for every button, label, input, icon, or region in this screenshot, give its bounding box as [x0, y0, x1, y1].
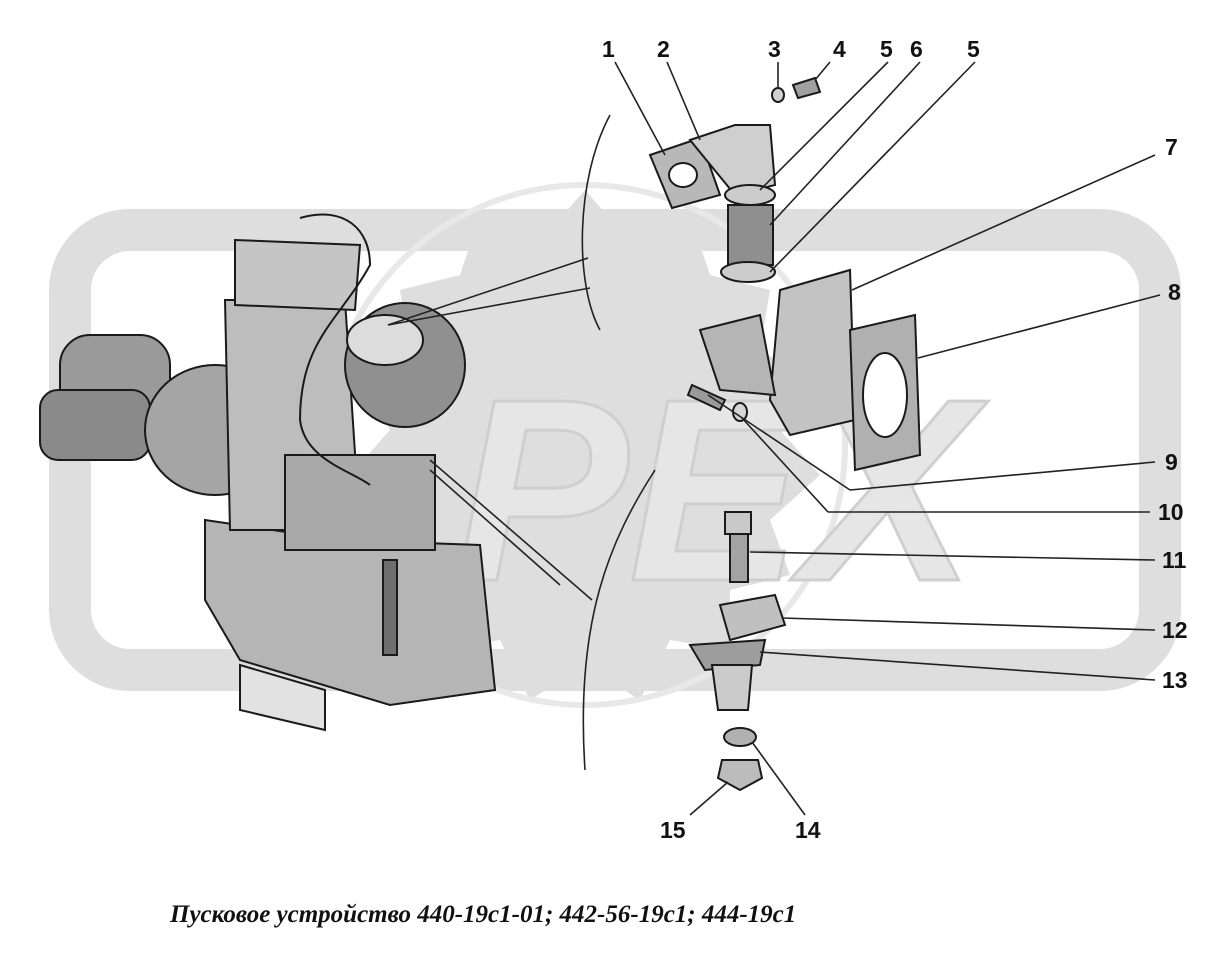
- leader-assembly-upper-2: [387, 287, 591, 326]
- bracket-arc-lower: [582, 469, 656, 771]
- cylinder-head: [234, 238, 362, 312]
- bracket-leg-part-13: [710, 664, 754, 711]
- carburetor: [284, 454, 436, 551]
- clamp-part-5-upper: [724, 184, 776, 206]
- leader-line-5b: [769, 61, 976, 273]
- starting-engine-assembly: [39, 213, 497, 732]
- callout-5b: 5: [967, 36, 980, 62]
- callout-15: 15: [660, 817, 686, 843]
- ignition-wire: [298, 213, 372, 486]
- leader-assembly-lower: [429, 459, 593, 601]
- washer-part-10: [732, 402, 748, 422]
- electric-connector: [39, 389, 151, 461]
- leader-line-11: [749, 551, 1156, 561]
- bolt-head-part-11: [724, 511, 752, 535]
- bolt-part-9: [686, 383, 727, 412]
- leader-line-2: [666, 61, 701, 141]
- flange-part-7: [768, 268, 857, 437]
- air-filter-cap: [346, 314, 424, 366]
- leader-line-6: [769, 61, 921, 226]
- washer-part-14: [723, 727, 757, 747]
- leader-line-10b: [741, 417, 829, 513]
- leader-line-13: [759, 651, 1156, 681]
- leader-lines: [387, 61, 1161, 816]
- bolt-part-4: [791, 76, 822, 100]
- callout-2: 2: [657, 36, 670, 62]
- callout-13: 13: [1162, 667, 1188, 693]
- leader-line-8: [917, 294, 1161, 359]
- mounting-bracket: [239, 663, 326, 732]
- callout-12: 12: [1162, 617, 1188, 643]
- callout-8: 8: [1168, 279, 1181, 305]
- leader-assembly-upper: [387, 257, 589, 326]
- callout-6: 6: [910, 36, 923, 62]
- callout-14: 14: [795, 817, 821, 843]
- bracket-arc-upper: [581, 114, 611, 331]
- leader-assembly-lower-2: [429, 469, 561, 586]
- leader-line-9b: [707, 394, 851, 491]
- leader-line-14: [751, 741, 806, 816]
- callout-7: 7: [1165, 134, 1178, 160]
- leader-line-1: [614, 61, 666, 156]
- control-lever: [382, 559, 398, 656]
- callout-5a: 5: [880, 36, 893, 62]
- diagram-caption: Пусковое устройство 440-19с1-01; 442-56-…: [169, 901, 796, 928]
- leader-line-5a: [759, 61, 889, 191]
- leader-line-4: [814, 61, 831, 81]
- leader-line-9: [849, 461, 1156, 491]
- elbow-part-2: [688, 124, 777, 197]
- callout-11: 11: [1162, 547, 1187, 573]
- leader-line-12: [781, 617, 1156, 631]
- bolt-shank-part-11: [729, 533, 749, 583]
- gasket-1-hole: [668, 162, 698, 188]
- clamp-part-5-lower: [720, 261, 776, 283]
- exploded-parts: [648, 76, 922, 792]
- callout-labels: 1 2 3 4 5 6 5 7 8 9 10 11 12 13 14 15: [602, 36, 1188, 843]
- nut-part-15: [716, 759, 764, 792]
- callout-9: 9: [1165, 449, 1178, 475]
- hose-part-6: [727, 204, 774, 266]
- callout-3: 3: [768, 36, 781, 62]
- plate-part-12: [718, 593, 787, 642]
- gasket-8-hole: [862, 352, 908, 438]
- washer-part-3: [771, 87, 785, 103]
- callout-4: 4: [833, 36, 846, 62]
- callout-10: 10: [1158, 499, 1184, 525]
- branch-pipe: [698, 313, 777, 397]
- leader-line-15: [689, 781, 729, 816]
- callout-1: 1: [602, 36, 615, 62]
- bracket-part-13: [688, 638, 767, 672]
- leader-line-7: [851, 154, 1156, 291]
